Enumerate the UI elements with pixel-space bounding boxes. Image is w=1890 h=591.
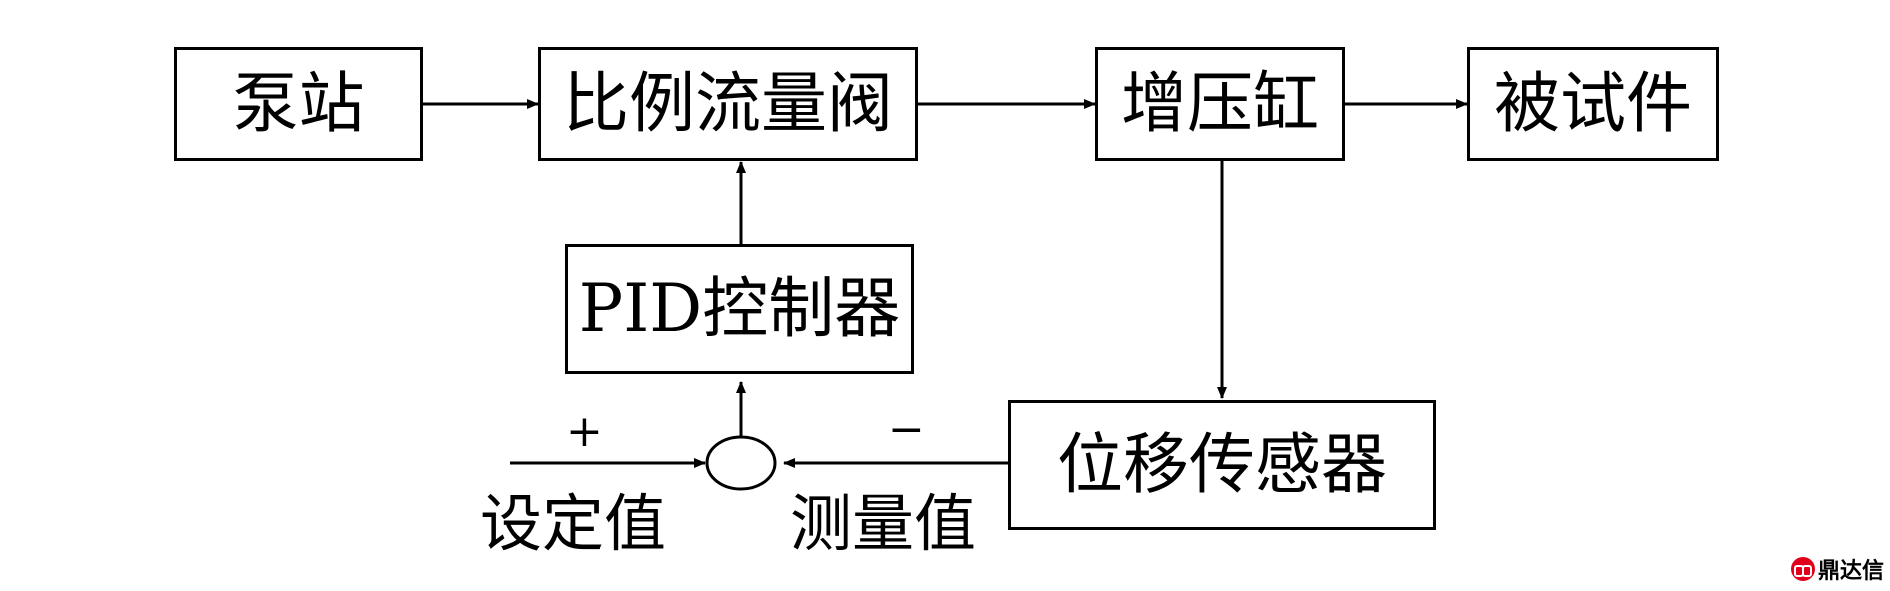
watermark-text: 鼎达信 [1817, 559, 1884, 584]
setpoint-label: 设定值 [480, 487, 667, 560]
displacement-sensor-block: 位移传感器 [1008, 400, 1436, 530]
plus-sign: + [566, 406, 603, 457]
booster-cylinder-label: 增压缸 [1121, 65, 1319, 142]
watermark-logo-icon [1790, 557, 1815, 581]
specimen-label: 被试件 [1494, 65, 1692, 142]
proportional-valve-block: 比例流量阀 [538, 47, 918, 161]
pid-controller-label: PID控制器 [578, 270, 901, 347]
minus-sign: − [888, 404, 925, 455]
measured-value-label: 测量值 [790, 487, 977, 560]
proportional-valve-label: 比例流量阀 [563, 65, 893, 142]
pump-station-label: 泵站 [232, 65, 365, 142]
pump-station-block: 泵站 [174, 47, 423, 161]
displacement-sensor-label: 位移传感器 [1057, 426, 1387, 503]
watermark: 鼎达信 [1790, 553, 1884, 585]
pid-controller-block: PID控制器 [565, 244, 914, 374]
specimen-block: 被试件 [1467, 47, 1719, 161]
booster-cylinder-block: 增压缸 [1095, 47, 1345, 161]
summing-junction [705, 435, 777, 491]
